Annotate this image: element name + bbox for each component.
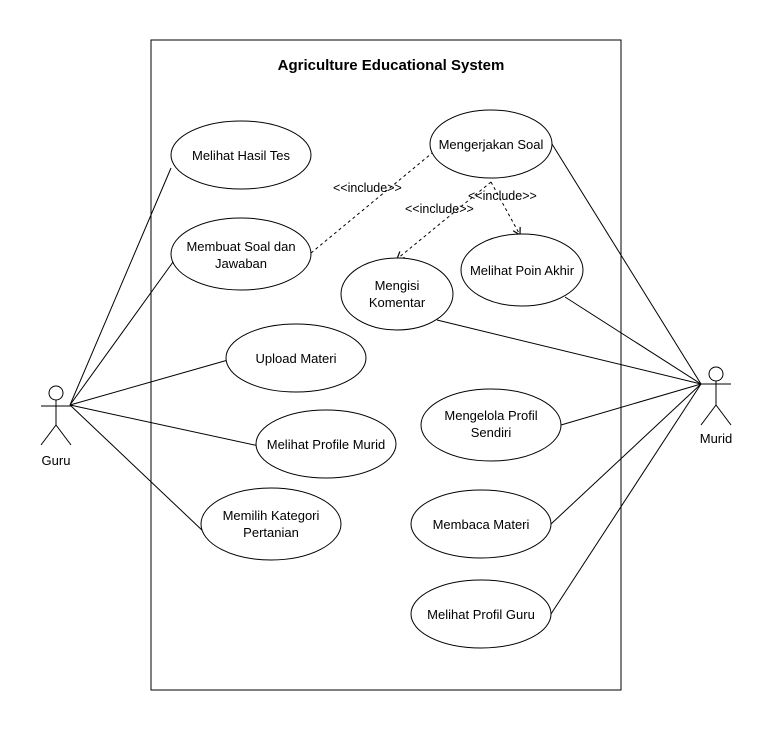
assoc-murid-mengisi-komentar: [436, 319, 702, 385]
use-case-label-line: Melihat Profil Guru: [427, 607, 535, 622]
use-case-melihat-hasil-tes[interactable]: Melihat Hasil Tes: [170, 120, 312, 190]
use-case-label-line: Mengerjakan Soal: [439, 137, 544, 152]
svg-text:Melihat Profil Guru: Melihat Profil Guru: [427, 607, 535, 622]
use-case-label-line: Memilih Kategori: [223, 508, 320, 523]
use-case-label-line: Membaca Materi: [433, 517, 530, 532]
use-case-melihat-profil-guru[interactable]: Melihat Profil Guru: [410, 579, 552, 649]
assoc-murid-mengerjakan-soal: [551, 143, 702, 385]
include-label-2: <<include>>: [405, 202, 474, 216]
murid-associations: [436, 143, 702, 615]
assoc-murid-mengelola-profil: [560, 383, 702, 426]
svg-text:Melihat Profile Murid: Melihat Profile Murid: [267, 437, 386, 452]
use-case-label-line: Sendiri: [471, 425, 512, 440]
assoc-guru-melihat-hasil-tes: [69, 167, 172, 406]
use-case-label-line: Melihat Poin Akhir: [470, 263, 575, 278]
use-case-label-line: Jawaban: [215, 256, 267, 271]
assoc-murid-melihat-poin-akhir: [564, 296, 702, 385]
svg-text:Melihat Hasil Tes: Melihat Hasil Tes: [192, 148, 291, 163]
svg-text:Upload Materi: Upload Materi: [256, 351, 337, 366]
use-case-membaca-materi[interactable]: Membaca Materi: [410, 489, 552, 559]
svg-text:Melihat Poin Akhir: Melihat Poin Akhir: [470, 263, 575, 278]
use-case-mengerjakan-soal[interactable]: Mengerjakan Soal: [429, 109, 553, 179]
use-case-label-line: Mengelola Profil: [444, 408, 537, 423]
use-case-label-line: Komentar: [369, 295, 426, 310]
actor-guru-head: [48, 385, 64, 401]
include-label-3: <<include>>: [468, 189, 537, 203]
actor-murid[interactable]: [700, 366, 732, 426]
assoc-guru-membuat-soal: [69, 261, 174, 406]
include-mengerjakan-to-poin: [490, 181, 521, 237]
assoc-guru-upload-materi: [69, 359, 229, 406]
assoc-guru-melihat-profile-murid: [69, 404, 260, 447]
use-case-label-line: Pertanian: [243, 525, 299, 540]
actor-guru[interactable]: [40, 385, 72, 446]
include-membuat-to-mengerjakan: [310, 143, 444, 254]
use-case-label-line: Melihat Hasil Tes: [192, 148, 291, 163]
use-case-label-line: Upload Materi: [256, 351, 337, 366]
use-case-melihat-profile-murid[interactable]: Melihat Profile Murid: [255, 409, 397, 479]
svg-text:Mengerjakan Soal: Mengerjakan Soal: [439, 137, 544, 152]
use-case-label-line: Melihat Profile Murid: [267, 437, 386, 452]
guru-associations: [69, 167, 260, 533]
include-relations: [310, 143, 521, 260]
svg-text:Membaca Materi: Membaca Materi: [433, 517, 530, 532]
include-label-1: <<include>>: [333, 181, 402, 195]
assoc-murid-membaca-materi: [550, 383, 702, 525]
actor-murid-label: Murid: [700, 431, 733, 446]
actor-murid-head: [708, 366, 724, 382]
assoc-murid-melihat-profil-guru: [550, 383, 702, 615]
use-case-melihat-poin-akhir[interactable]: Melihat Poin Akhir: [460, 233, 584, 307]
include-mengerjakan-to-komentar: [396, 181, 492, 260]
system-title: Agriculture Educational System: [278, 57, 505, 74]
use-case-label-line: Membuat Soal dan: [186, 239, 295, 254]
use-case-upload-materi[interactable]: Upload Materi: [225, 323, 367, 393]
actor-guru-label: Guru: [42, 453, 71, 468]
assoc-guru-memilih-kategori: [69, 404, 205, 533]
use-case-label-line: Mengisi: [375, 278, 420, 293]
